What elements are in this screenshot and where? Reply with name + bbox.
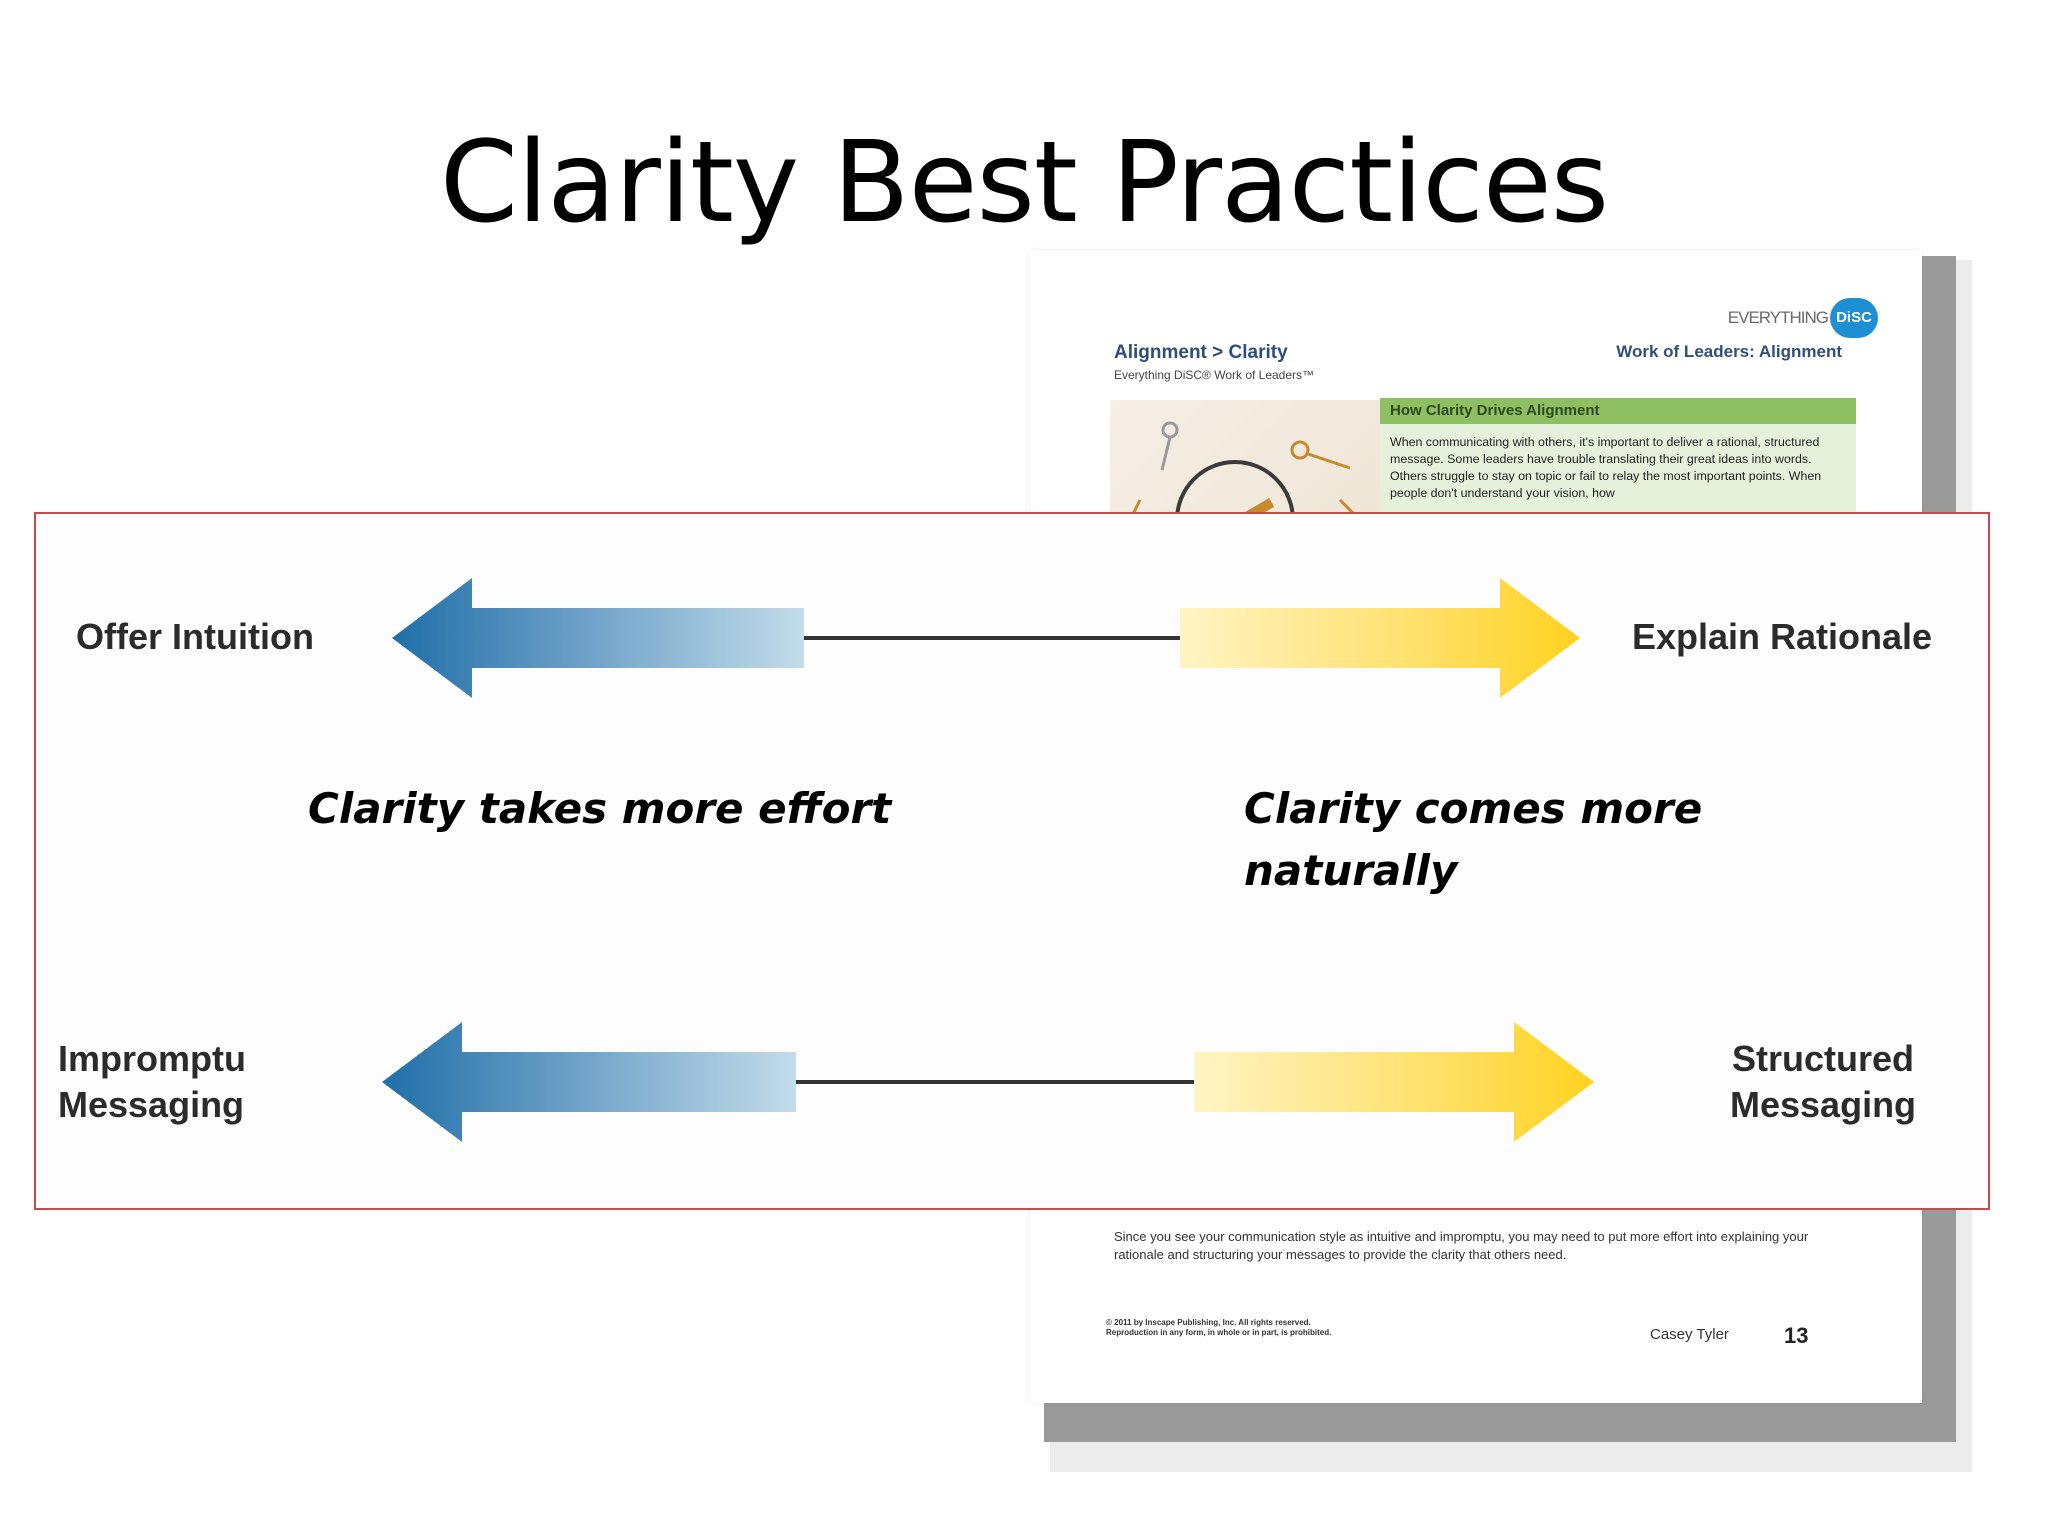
left-arrow-blue [392,578,804,698]
slide-title: Clarity Best Practices [439,118,1609,248]
brand-text: EVERYTHING [1727,308,1829,327]
offer-intuition-label: Offer Intuition [76,616,314,657]
info-box-text: When communicating with others, it's imp… [1390,435,1822,500]
copyright-line: © 2011 by Inscape Publishing, Inc. All r… [1106,1318,1311,1327]
document-page-number: 13 [1784,1323,1809,1348]
label-line: Impromptu [58,1038,246,1079]
left-arrow-blue [382,1022,796,1142]
structured-messaging-label: Structured Messaging [1730,1036,1916,1128]
disc-badge-icon: DiSC [1830,298,1878,338]
document-header-right: Work of Leaders: Alignment [1616,342,1842,361]
caption-more-natural: Clarity comes more naturally [1244,778,1702,902]
copyright-line: Reproduction in any form, in whole or in… [1106,1328,1332,1337]
right-arrow-yellow [1180,578,1580,698]
document-section-heading: Alignment > Clarity [1114,342,1288,363]
label-line: Structured [1732,1038,1915,1079]
document-subtitle: Everything DiSC® Work of Leaders™ [1114,368,1315,382]
document-summary-text: Since you see your communication style a… [1114,1229,1809,1262]
row-1-arrows [392,578,1580,698]
document-copyright: © 2011 by Inscape Publishing, Inc. All r… [1106,1318,1331,1338]
right-arrow-yellow [1194,1022,1594,1142]
caption-line: naturally [1244,846,1458,895]
caption-line: Clarity comes more [1244,784,1703,833]
impromptu-messaging-label: Impromptu Messaging [58,1036,246,1128]
row-2-arrows [382,1022,1594,1142]
continuum-arrows [382,578,1594,1142]
caption-more-effort: Clarity takes more effort [308,784,892,833]
document-brand-logo: EVERYTHING DiSC [1728,298,1878,338]
label-line: Messaging [58,1084,245,1125]
document-person-name: Casey Tyler [1650,1326,1729,1343]
clarity-continuum-panel: Offer Intuition Explain Rationale Clarit… [34,512,1990,1210]
label-line: Messaging [1730,1084,1917,1125]
explain-rationale-label: Explain Rationale [1632,616,1933,657]
info-box-title: How Clarity Drives Alignment [1380,398,1856,424]
